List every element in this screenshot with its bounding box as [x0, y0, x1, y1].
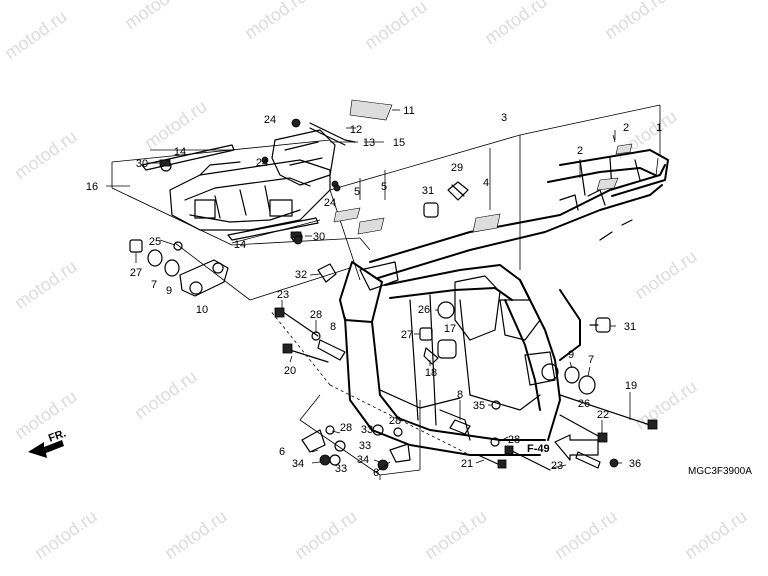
- callout-33: 33: [335, 463, 347, 475]
- callout-3: 3: [501, 112, 507, 124]
- watermark: motod.ru: [1, 6, 71, 63]
- callout-10: 10: [196, 304, 208, 316]
- small-parts: [129, 181, 619, 471]
- callout-24: 24: [324, 197, 336, 209]
- callout-23: 23: [551, 460, 563, 472]
- callout-7: 7: [151, 279, 157, 291]
- bolts: [274, 184, 658, 471]
- decal-labels: [333, 143, 633, 235]
- callout-17: 17: [444, 323, 456, 335]
- callout-15: 15: [393, 137, 405, 149]
- front-direction-indicator: FR.: [28, 427, 68, 458]
- watermark: motod.ru: [481, 0, 551, 48]
- callout-32: 32: [295, 269, 307, 281]
- callout-1: 1: [656, 122, 662, 134]
- callout-18: 18: [425, 367, 437, 379]
- direction-label: FR.: [47, 427, 68, 444]
- callout-12: 12: [350, 124, 362, 136]
- watermark: motod.ru: [31, 506, 101, 563]
- watermark: motod.ru: [121, 0, 191, 33]
- callout-8: 8: [330, 321, 336, 333]
- callout-35: 35: [473, 400, 485, 412]
- callout-28: 28: [508, 434, 520, 446]
- callout-31: 31: [422, 185, 434, 197]
- callout-13: 13: [363, 137, 375, 149]
- callout-26: 26: [578, 398, 590, 410]
- watermark: motod.ru: [11, 256, 81, 313]
- callout-8: 8: [457, 389, 463, 401]
- callout-25: 25: [149, 236, 161, 248]
- callout-19: 19: [625, 380, 637, 392]
- callout-20: 20: [284, 365, 296, 377]
- callout-33: 33: [359, 440, 371, 452]
- callout-22: 22: [597, 409, 609, 421]
- callout-6: 6: [279, 446, 285, 458]
- callout-33: 33: [361, 424, 373, 436]
- callout-14: 14: [174, 146, 186, 158]
- reference-label: F-49: [527, 443, 550, 455]
- callout-29: 29: [451, 162, 463, 174]
- callout-30: 30: [136, 158, 148, 170]
- diagram-code: MGC3F3900A: [688, 466, 752, 477]
- watermark: motod.ru: [601, 0, 671, 43]
- seat-tray-assembly: [141, 99, 393, 243]
- callout-31: 31: [624, 321, 636, 333]
- callout-28: 28: [340, 422, 352, 434]
- callout-23: 23: [277, 289, 289, 301]
- reference-f49: F-49: [527, 434, 601, 469]
- watermark: motod.ru: [631, 246, 701, 303]
- callout-16: 16: [86, 181, 98, 193]
- callout-7: 7: [588, 354, 594, 366]
- watermark: motod.ru: [291, 506, 361, 563]
- callout-30: 30: [313, 231, 325, 243]
- front-arrow-icon: [28, 440, 64, 458]
- watermark: motod.ru: [161, 506, 231, 563]
- callout-34: 34: [357, 454, 369, 466]
- watermark: motod.ru: [631, 376, 701, 433]
- callout-21: 21: [461, 458, 473, 470]
- callout-14: 14: [234, 239, 246, 251]
- callout-11: 11: [403, 105, 414, 117]
- callout-9: 9: [568, 349, 574, 361]
- callout-28: 28: [389, 415, 401, 427]
- callout-9: 9: [166, 285, 172, 297]
- callout-27: 27: [401, 329, 413, 341]
- callout-26: 26: [418, 304, 430, 316]
- callout-24: 24: [256, 157, 268, 169]
- watermark: motod.ru: [421, 506, 491, 563]
- watermark: motod.ru: [11, 126, 81, 183]
- callout-28: 28: [310, 309, 322, 321]
- callout-5: 5: [354, 186, 360, 198]
- callout-5: 5: [381, 181, 387, 193]
- callout-6: 6: [373, 467, 379, 479]
- callout-24: 24: [264, 114, 276, 126]
- callout-labels: 11 3 2 1 24 12 13 15 14 30 24 16 29 2 4 …: [86, 105, 662, 479]
- watermark: motod.ru: [681, 506, 751, 563]
- callout-2: 2: [577, 145, 583, 157]
- watermark: motod.ru: [241, 0, 311, 43]
- callout-36: 36: [629, 458, 641, 470]
- leader-lines: [135, 109, 659, 473]
- main-frame: [339, 149, 669, 456]
- callout-2: 2: [623, 122, 629, 134]
- watermark: motod.ru: [11, 386, 81, 443]
- watermark: motod.ru: [141, 96, 211, 153]
- watermark: motod.ru: [131, 366, 201, 423]
- callout-27: 27: [130, 267, 142, 279]
- watermark: motod.ru: [361, 0, 431, 53]
- callout-4: 4: [483, 177, 489, 189]
- callout-34: 34: [292, 458, 304, 470]
- watermark: motod.ru: [551, 506, 621, 563]
